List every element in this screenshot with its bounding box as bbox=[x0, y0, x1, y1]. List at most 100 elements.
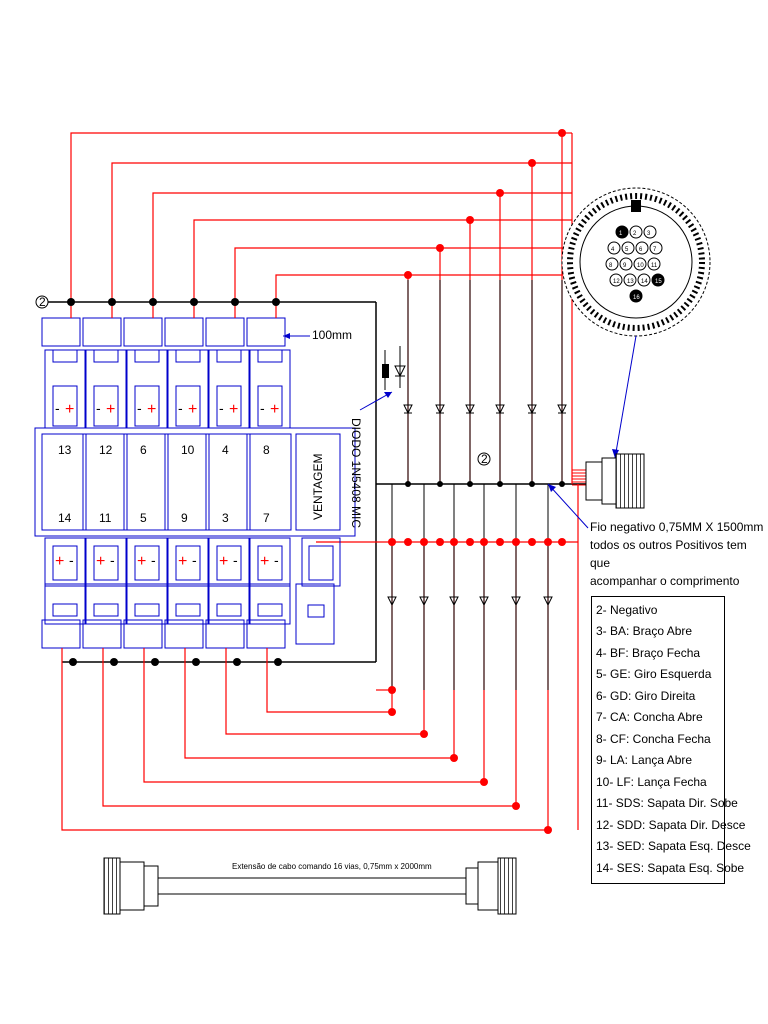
bottom-coil-box bbox=[208, 537, 250, 587]
junction-dot bbox=[466, 216, 474, 224]
bottom-solenoid bbox=[44, 583, 86, 625]
junction-dot bbox=[274, 658, 282, 666]
connector-pin-label: 16 bbox=[633, 295, 640, 301]
junction-dot bbox=[404, 271, 412, 279]
valve-number-top: 12 bbox=[99, 443, 113, 457]
valve-number-bottom: 14 bbox=[58, 511, 72, 525]
connector-pin-label: 7 bbox=[653, 247, 657, 253]
junction-dot bbox=[420, 538, 428, 546]
node-2-label-right: 2 bbox=[481, 452, 488, 466]
connector-pin bbox=[649, 241, 663, 255]
connector-pin-label: 6 bbox=[639, 247, 643, 253]
plus-sign: + bbox=[55, 553, 64, 570]
bottom-coil bbox=[134, 545, 160, 581]
connector-pin bbox=[607, 241, 621, 255]
valve-number-top: 8 bbox=[263, 443, 270, 457]
bottom-coil-box bbox=[126, 537, 168, 587]
junction-dot bbox=[480, 778, 488, 786]
connector-pin bbox=[623, 273, 637, 287]
connector-pin bbox=[621, 241, 635, 255]
connector-pin bbox=[635, 241, 649, 255]
minus-sign: - bbox=[110, 552, 115, 568]
ventagem-coil bbox=[301, 537, 341, 587]
plug-nut bbox=[601, 457, 617, 505]
connector-pin bbox=[609, 273, 623, 287]
bottom-connector bbox=[246, 619, 286, 649]
positive-feeder-bottom bbox=[184, 542, 455, 759]
connector-pin bbox=[637, 273, 651, 287]
cable-right-nut bbox=[477, 861, 499, 911]
valve-number-top: 10 bbox=[181, 443, 195, 457]
connector-pin bbox=[629, 225, 643, 239]
junction-dot bbox=[404, 538, 412, 546]
valve-number-top: 4 bbox=[222, 443, 229, 457]
top-terminal bbox=[52, 349, 78, 363]
cable-right-grip bbox=[497, 857, 517, 915]
bottom-solenoid bbox=[167, 583, 209, 625]
negative-wire-note: Fio negativo 0,75MM X 1500mm todos os ou… bbox=[590, 518, 768, 590]
positive-feeder-bottom bbox=[61, 542, 549, 831]
legend-item: 7- CA: Concha Abre bbox=[596, 710, 703, 724]
cable-right-body bbox=[465, 867, 479, 905]
top-connector bbox=[246, 317, 286, 347]
valve-section bbox=[82, 433, 128, 531]
legend-item: 11- SDS: Sapata Dir. Sobe bbox=[596, 796, 738, 810]
minus-sign: - bbox=[137, 400, 142, 416]
junction-dot bbox=[69, 658, 77, 666]
top-coil bbox=[52, 385, 78, 427]
note-line-3: acompanhar o comprimento bbox=[590, 574, 740, 588]
diode-group bbox=[387, 404, 567, 607]
plus-sign: + bbox=[137, 553, 146, 570]
connector-pin-label: 2 bbox=[633, 231, 637, 237]
legend-item: 4- BF: Braço Fecha bbox=[596, 646, 701, 660]
top-terminal bbox=[93, 349, 119, 363]
cable-label: Extensão de cabo comando 16 vias, 0,75mm… bbox=[232, 862, 432, 871]
bottom-connector bbox=[41, 619, 81, 649]
junction-dot bbox=[480, 538, 488, 546]
top-terminal bbox=[175, 349, 201, 363]
valve-group: -+1314+--+1211+--+65+--+109+--+43+--+87+… bbox=[41, 317, 292, 649]
ventagem-terminal bbox=[307, 604, 325, 618]
valve-number-bottom: 3 bbox=[222, 511, 229, 525]
valve-number-top: 13 bbox=[58, 443, 72, 457]
connector-key bbox=[631, 200, 641, 212]
note-line-1: Fio negativo 0,75MM X 1500mm bbox=[590, 520, 764, 534]
junction-dot bbox=[108, 298, 116, 306]
positive-feeder-bottom bbox=[266, 542, 393, 713]
minus-sign: - bbox=[96, 400, 101, 416]
legend-item: 3- BA: Braço Abre bbox=[596, 624, 693, 638]
diode bbox=[495, 404, 505, 415]
junction-dots bbox=[67, 129, 566, 834]
valve-section bbox=[41, 433, 87, 531]
valve-number-bottom: 7 bbox=[263, 511, 270, 525]
ventagem-coil-inner bbox=[308, 545, 334, 581]
junction-dot bbox=[529, 481, 535, 487]
top-connector bbox=[205, 317, 245, 347]
junction-dot bbox=[233, 658, 241, 666]
connector-pin bbox=[605, 257, 619, 271]
junction-dot bbox=[388, 686, 396, 694]
side-plug bbox=[585, 453, 645, 509]
node-2-circle-left bbox=[35, 295, 49, 309]
junction-dot bbox=[67, 298, 75, 306]
bottom-connector bbox=[164, 619, 204, 649]
legend-item: 10- LF: Lança Fecha bbox=[596, 775, 707, 789]
top-connector bbox=[82, 317, 122, 347]
bottom-terminal bbox=[216, 603, 242, 617]
connector-pin-label: 15 bbox=[655, 279, 662, 285]
minus-sign: - bbox=[151, 552, 156, 568]
legend-box: 2- Negativo 3- BA: Braço Abre 4- BF: Bra… bbox=[591, 596, 751, 884]
bottom-coil-box bbox=[85, 537, 127, 587]
junction-dot bbox=[558, 538, 566, 546]
diode bbox=[465, 404, 475, 415]
connector-pin-label: 12 bbox=[613, 279, 620, 285]
connector-pin-label: 14 bbox=[641, 279, 648, 285]
note-line-2: todos os outros Positivos tem que bbox=[590, 538, 747, 570]
bottom-coil-box bbox=[249, 537, 291, 587]
legend-item: 8- CF: Concha Fecha bbox=[596, 732, 711, 746]
top-coil bbox=[134, 385, 160, 427]
bottom-coil bbox=[257, 545, 283, 581]
legend-item: 6- GD: Giro Direita bbox=[596, 689, 696, 703]
connector-pin-label: 4 bbox=[611, 247, 615, 253]
